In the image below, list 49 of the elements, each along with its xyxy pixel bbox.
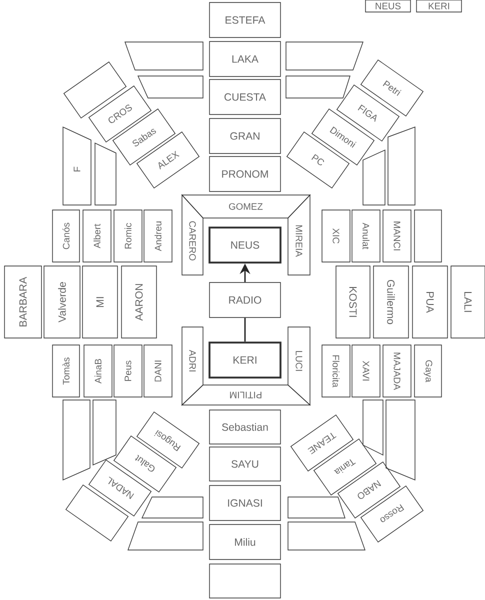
seat-box: KERI (416, 0, 462, 12)
seat-box: NEUS (208, 226, 282, 264)
seat-box: Peus (114, 344, 142, 398)
seat-box (128, 522, 204, 550)
seat-box (388, 126, 416, 206)
seat-box: Miliu (209, 524, 281, 560)
seat-box: AinaB (84, 344, 112, 398)
seat-box: SAYU (209, 446, 281, 482)
seat-box: MI (82, 266, 118, 338)
seat-box (362, 400, 384, 456)
seat-box: MAJADA (382, 344, 412, 398)
seat-box: Canós (52, 210, 80, 262)
seat-box: KOSTI (336, 266, 370, 338)
seat-box: RADIO (209, 282, 281, 318)
seat-box: NEUS (365, 0, 411, 12)
seat-box: PUA (412, 266, 448, 338)
seat-box: XIC (322, 210, 350, 262)
seat-box: Tomàs (52, 344, 80, 398)
seat-box (414, 210, 442, 262)
seat-box: LALI (450, 266, 485, 338)
seat-box: Gaya (414, 344, 442, 398)
seat-box: Guillermo (373, 266, 409, 338)
seat-box: MANCI (382, 210, 412, 262)
seat-box: CUESTA (209, 79, 281, 115)
seat-box: LAKA (209, 41, 281, 77)
seat-box: Romic (114, 210, 142, 262)
seat-box (124, 42, 204, 70)
seat-box: GRAN (209, 118, 281, 154)
seat-box: AARON (121, 266, 157, 338)
seat-box: DANI (144, 344, 172, 398)
seat-box: IGNASI (209, 485, 281, 521)
seat-box: Andreu (144, 210, 172, 262)
seat-box: Anulat (352, 210, 380, 262)
seat-box: BARBARA (4, 266, 42, 338)
seat-box: Valverde (44, 266, 80, 338)
seat-box: Albert (82, 210, 112, 262)
seat-box (288, 522, 366, 550)
seat-box: KERI (208, 342, 282, 378)
seat-box: Sebastian (209, 410, 281, 444)
seat-box (286, 42, 364, 70)
seat-box: PRONOM (209, 156, 281, 192)
seat-box (286, 76, 350, 98)
seat-box: XAVI (352, 344, 380, 398)
seat-box: ESTEFA (209, 2, 281, 38)
seat-box (288, 496, 346, 518)
seat-box (209, 564, 281, 598)
seat-box (362, 149, 386, 206)
seat-box (386, 400, 416, 481)
seat-box: Floricita (322, 344, 350, 398)
